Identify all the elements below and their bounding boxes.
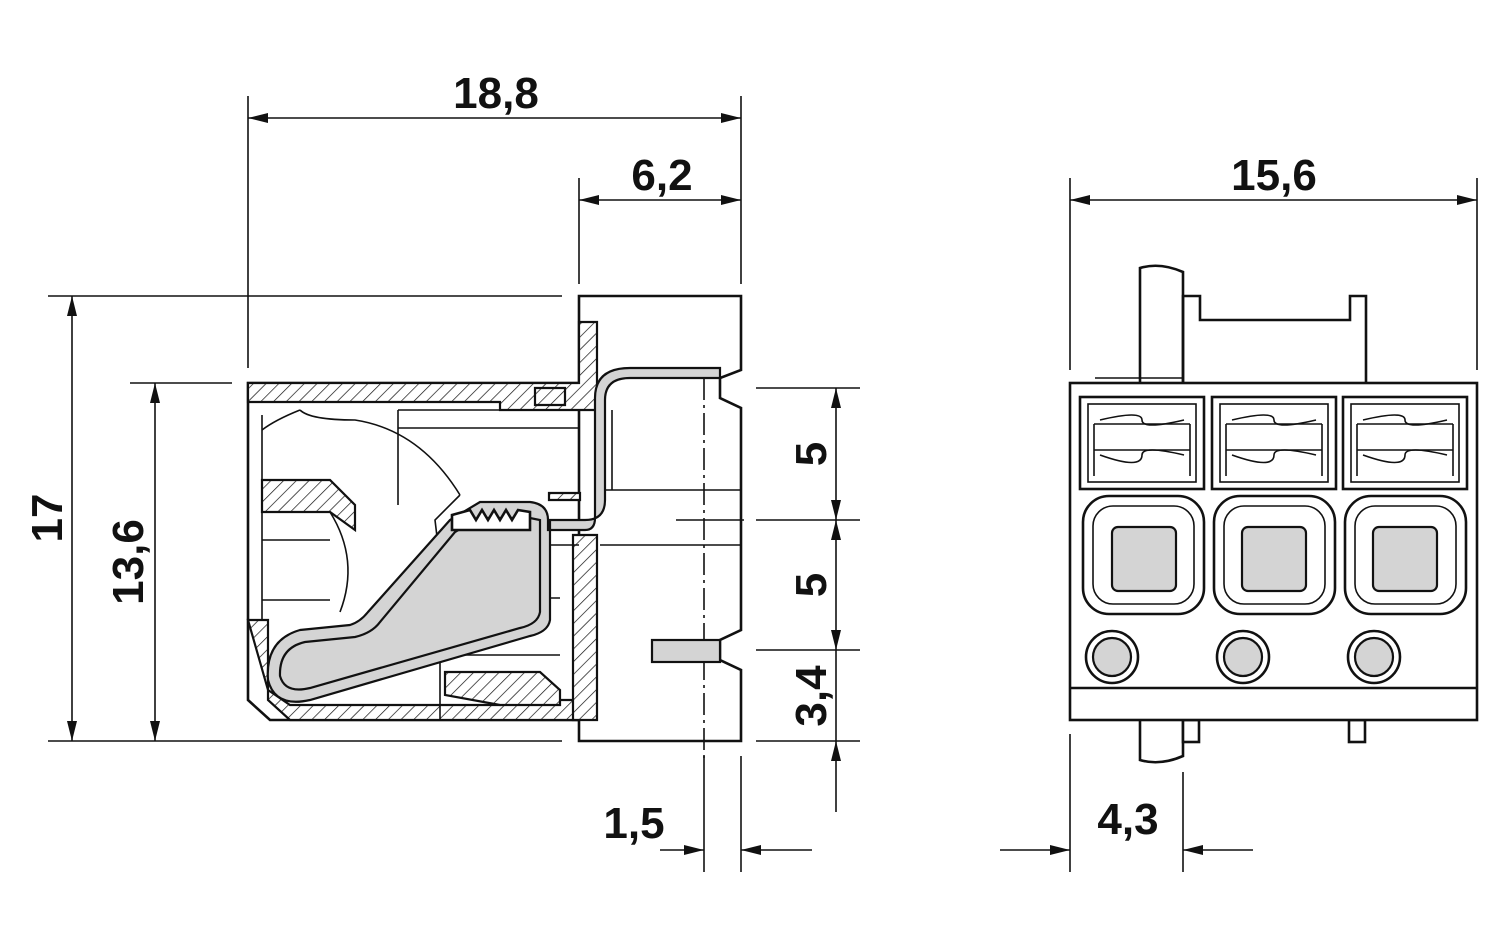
position-1 bbox=[1078, 395, 1206, 685]
position-3 bbox=[1341, 395, 1469, 685]
extension-lines bbox=[48, 96, 860, 872]
dim-width-total: 18,8 bbox=[453, 69, 539, 118]
front-view: 15,6 4,3 bbox=[1000, 151, 1479, 872]
dimension-lines bbox=[67, 113, 841, 855]
side-view: 18,8 6,2 17 13,6 5 5 3,4 1,5 bbox=[23, 69, 860, 872]
dim-width-front: 6,2 bbox=[631, 151, 692, 200]
dim-pin-offset: 1,5 bbox=[603, 799, 664, 848]
dim-front-width: 15,6 bbox=[1231, 151, 1317, 200]
contact-teeth bbox=[450, 507, 532, 532]
dim-offset-bottom: 3,4 bbox=[787, 665, 836, 727]
front-top-tab bbox=[1095, 264, 1368, 764]
position-2 bbox=[1210, 395, 1338, 685]
dim-pitch-lower: 5 bbox=[787, 573, 836, 597]
dim-front-pin-offset: 4,3 bbox=[1097, 795, 1158, 844]
dim-pitch-upper: 5 bbox=[787, 442, 836, 466]
dim-height-total: 17 bbox=[23, 494, 72, 543]
dim-height-body: 13,6 bbox=[104, 519, 153, 605]
front-dimension-lines bbox=[1000, 178, 1478, 872]
solder-pin bbox=[650, 638, 722, 664]
